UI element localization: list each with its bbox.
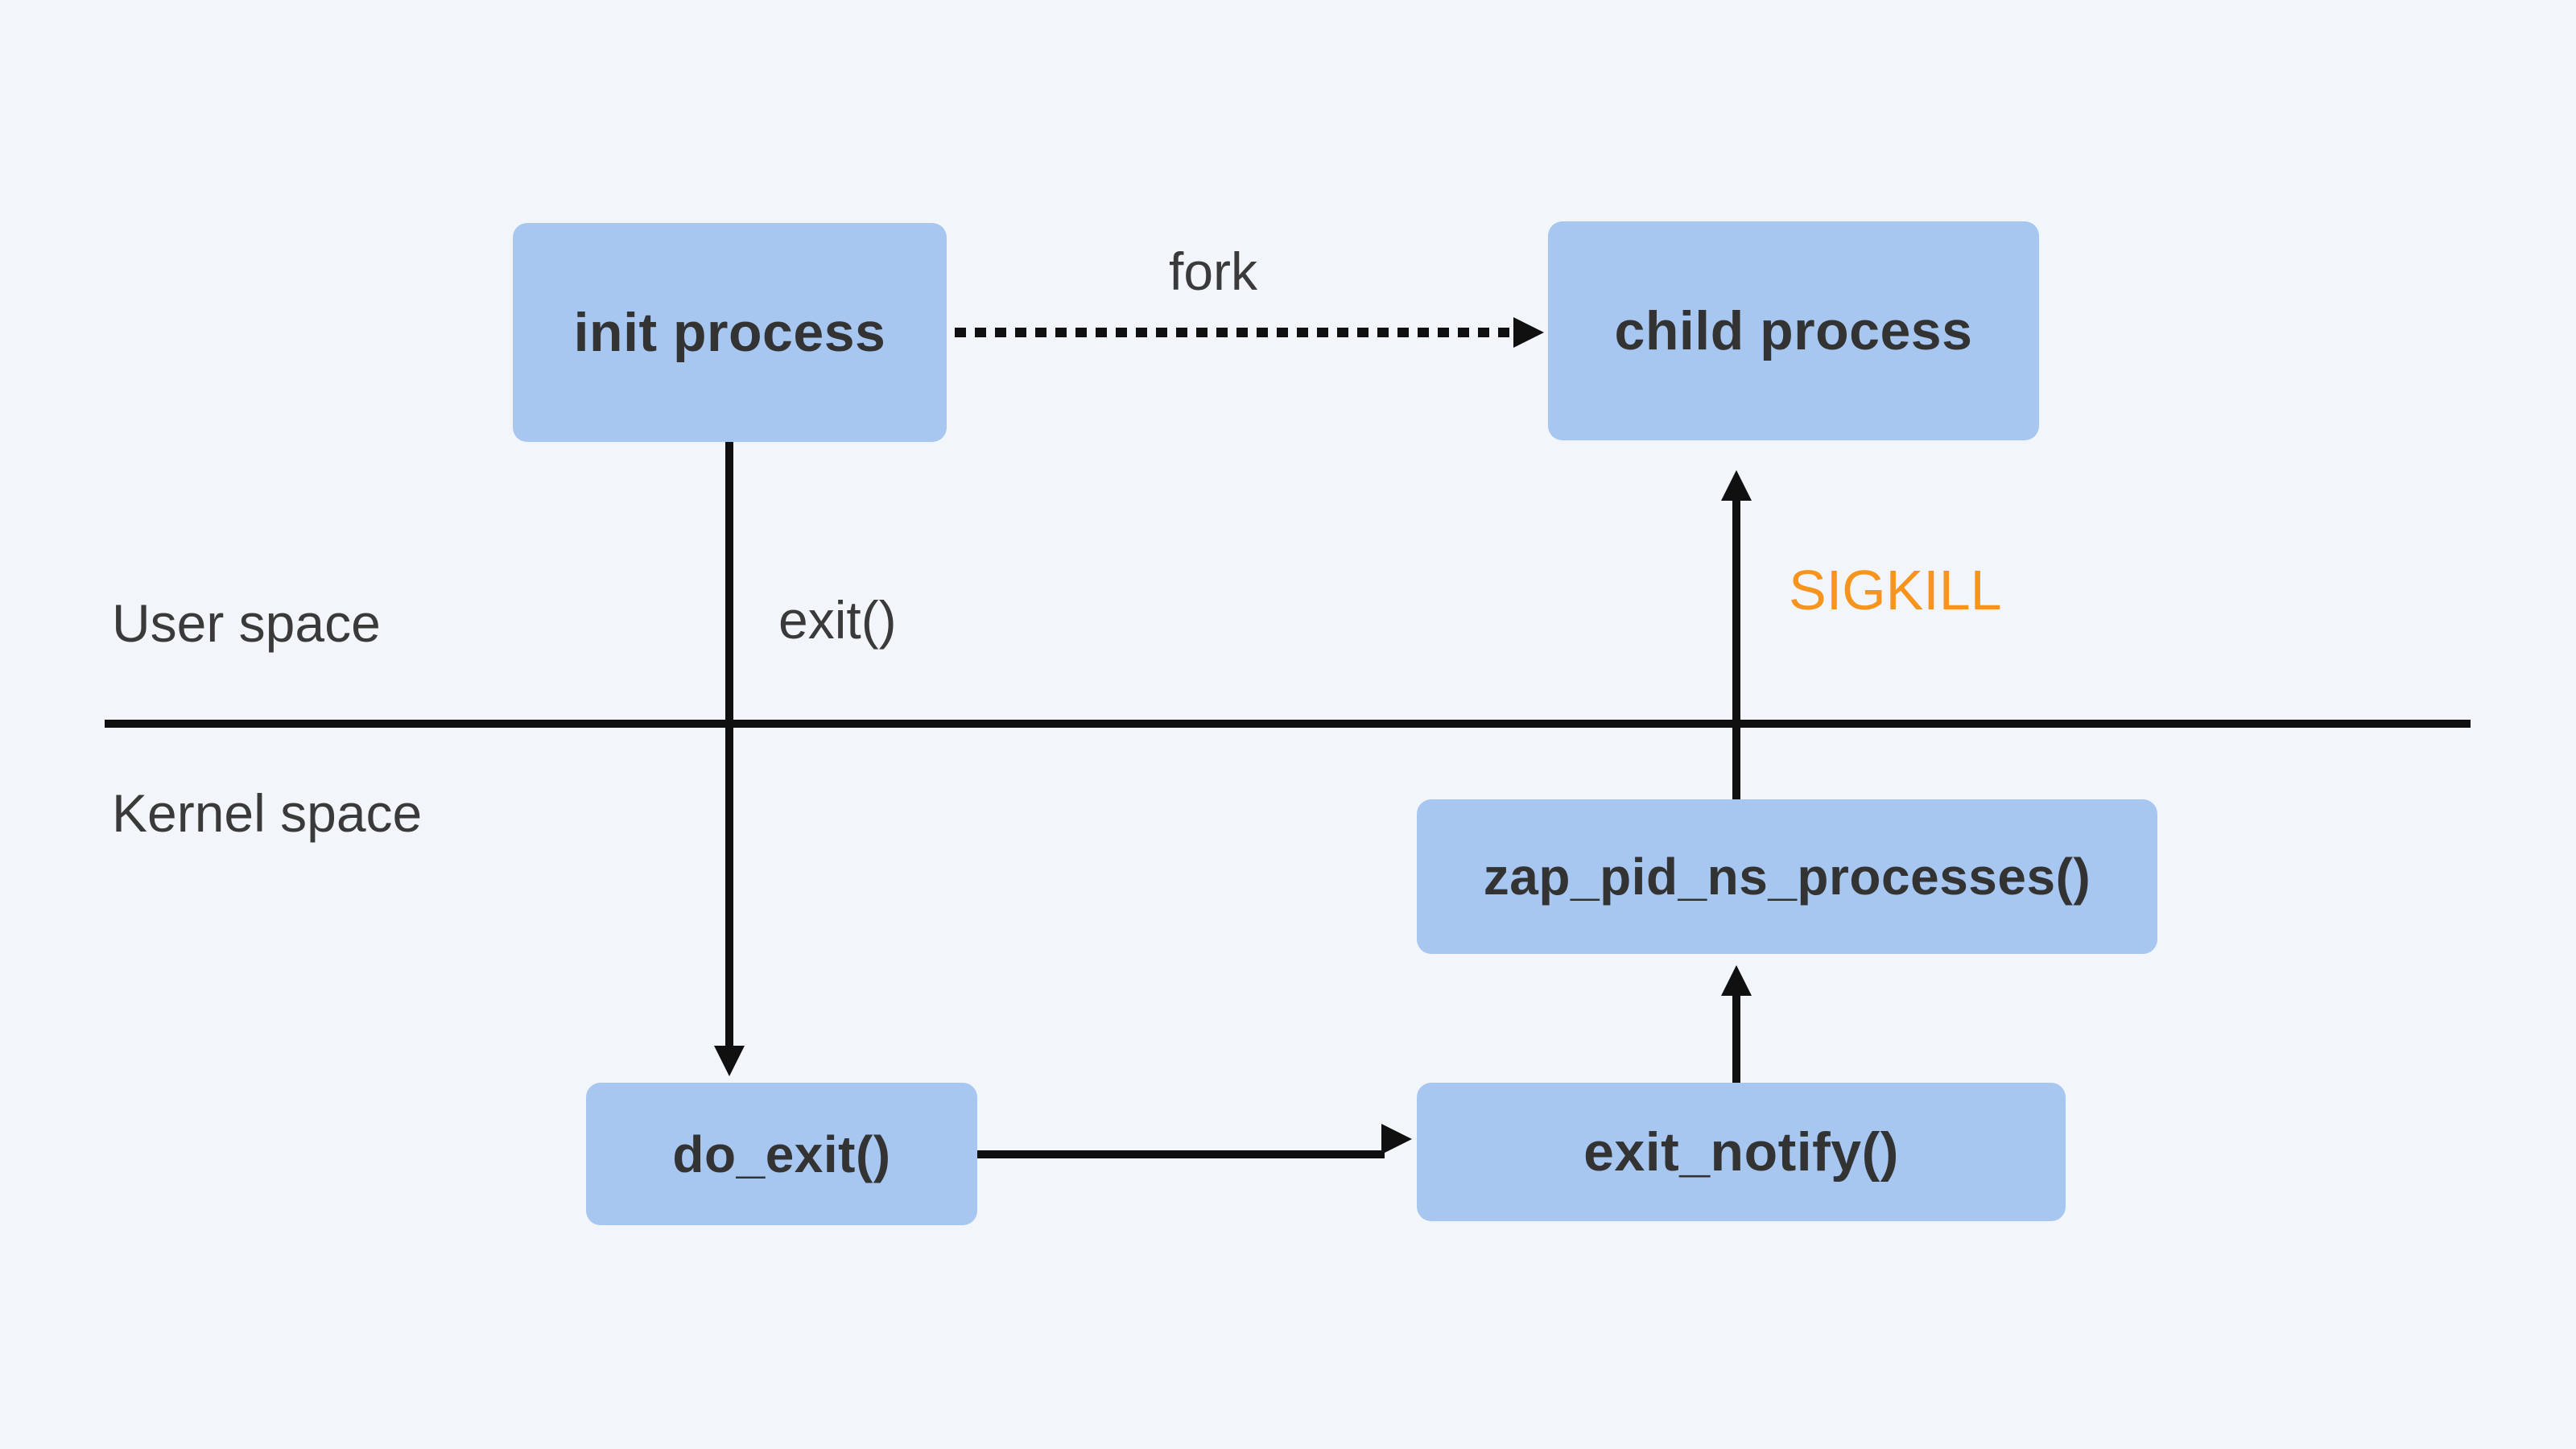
node-child-process-label: child process: [1614, 300, 1973, 361]
kernel-space-label: Kernel space: [112, 783, 423, 843]
node-init-process: init process: [513, 223, 947, 442]
user-space-label: User space: [112, 593, 381, 653]
exit-notify-to-zap-edge-line: [1732, 993, 1740, 1083]
fork-edge-label: fork: [1169, 242, 1258, 301]
exit-arrowhead-icon: [714, 1046, 745, 1076]
fork-edge-line: [955, 328, 1515, 337]
node-zap-pid-ns-processes-label: zap_pid_ns_processes(): [1483, 848, 2091, 906]
sigkill-edge-label: SIGKILL: [1789, 559, 2002, 621]
fork-arrowhead-icon: [1513, 317, 1544, 348]
do-exit-to-exit-notify-edge-line: [977, 1150, 1385, 1158]
node-init-process-label: init process: [573, 302, 886, 363]
exit-edge-label: exit(): [778, 590, 897, 650]
exit-edge-line: [725, 442, 733, 1049]
node-child-process: child process: [1548, 221, 2039, 440]
do-exit-to-exit-notify-arrowhead-icon: [1381, 1124, 1412, 1154]
node-exit-notify-label: exit_notify(): [1583, 1121, 1899, 1183]
node-do-exit: do_exit(): [586, 1083, 977, 1225]
sigkill-edge-line: [1732, 497, 1740, 799]
exit-notify-to-zap-arrowhead-icon: [1721, 965, 1752, 996]
user-kernel-divider-line: [105, 720, 2471, 728]
node-zap-pid-ns-processes: zap_pid_ns_processes(): [1417, 799, 2157, 954]
sigkill-arrowhead-icon: [1721, 470, 1752, 501]
node-do-exit-label: do_exit(): [672, 1125, 891, 1183]
node-exit-notify: exit_notify(): [1417, 1083, 2066, 1221]
